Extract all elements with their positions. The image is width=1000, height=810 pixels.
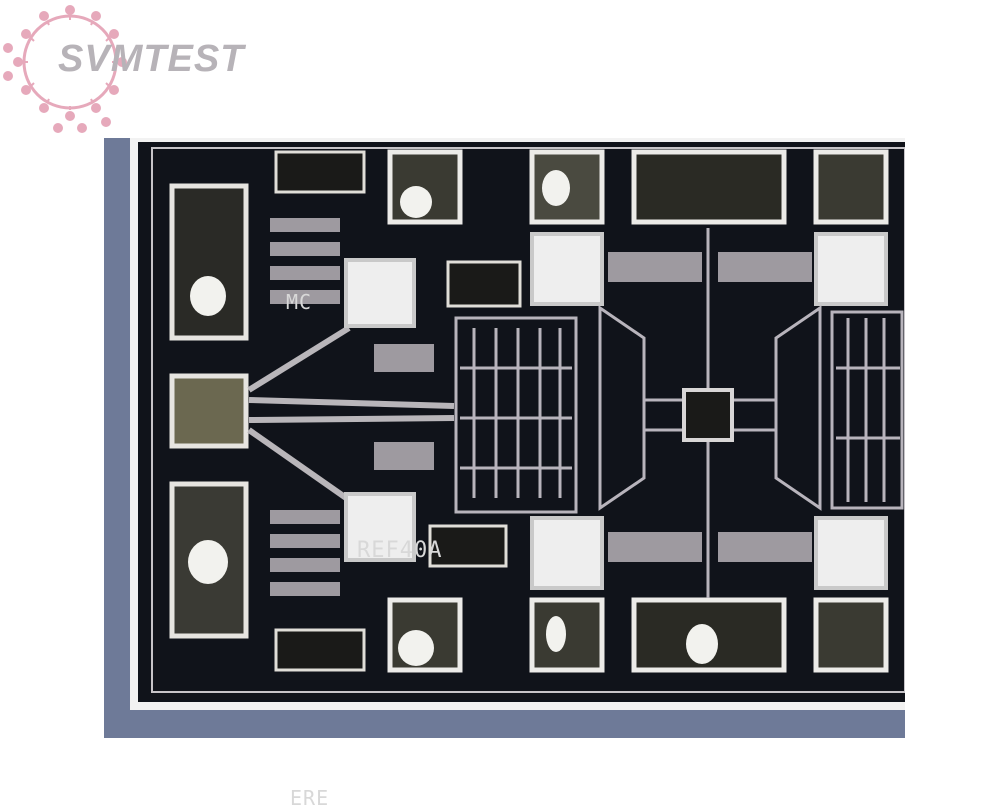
die-part-number: REF40A (357, 538, 443, 563)
die-marking-ere: ERE (290, 786, 330, 810)
logo-text: SVMTEST (58, 38, 245, 80)
svmtest-logo: SVMTEST (0, 0, 280, 140)
die-marking-mc: MC (286, 290, 313, 314)
virus-icon (3, 5, 127, 133)
chip-die-photo: MC REF40A ERE (104, 138, 906, 810)
